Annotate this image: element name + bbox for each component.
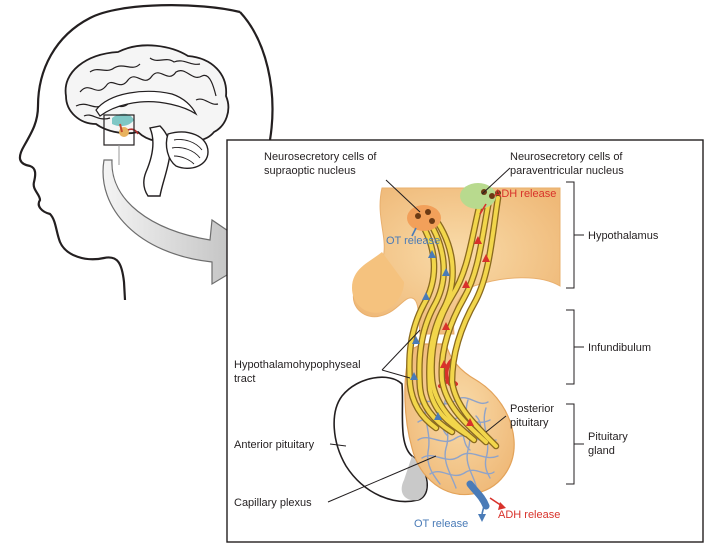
supraoptic-leader — [385, 179, 421, 213]
hypothalamus-label: Hypothalamus — [588, 230, 659, 242]
ot-hormone-markers — [410, 250, 450, 420]
anterior-pituitary-label: Anterior pituitary — [234, 439, 315, 451]
leader-lines — [327, 167, 511, 503]
pituitary-gland-label-line1: Pituitary — [588, 431, 628, 443]
infundibulum-bracket — [566, 309, 584, 385]
supraoptic-label-line2: supraoptic nucleus — [264, 165, 356, 177]
ot-release-top-arrow — [411, 227, 417, 237]
tract-label-line1: Hypothalamohypophyseal — [234, 359, 361, 371]
posterior-pituitary-label-line1: Posterior — [510, 403, 554, 415]
cerebellum-folds — [171, 139, 203, 165]
posterior-leader — [485, 415, 507, 433]
brain — [64, 44, 230, 197]
release-arrows-bottom — [478, 497, 506, 522]
tract-leader-2 — [381, 369, 411, 379]
tract-label-line2: tract — [234, 373, 255, 385]
outflow-vein — [466, 480, 490, 510]
capillary-plexus-label: Capillary plexus — [234, 497, 312, 509]
head-illustration — [18, 4, 274, 301]
paraventricular-leader — [481, 167, 511, 195]
adh-release-top-label: ADH release — [494, 188, 556, 200]
hypothalamus-bracket — [566, 181, 584, 289]
anterior-leader — [329, 443, 347, 447]
adh-release-top-arrow — [479, 203, 487, 215]
adh-hormone-markers — [440, 236, 490, 426]
hypothalamus-tissue — [352, 187, 561, 335]
posterior-pituitary-label-line2: pituitary — [510, 417, 549, 429]
ot-release-top-label: OT release — [386, 235, 440, 247]
supraoptic-label-line1: Neurosecretory cells of — [264, 151, 377, 163]
hypothalamohypophyseal-tract — [406, 192, 502, 450]
mini-hypothalamus — [112, 113, 134, 127]
adh-release-bottom-label: ADH release — [498, 509, 560, 521]
paraventricular-label-line1: Neurosecretory cells of — [510, 151, 623, 163]
chiasm-lobe — [352, 252, 404, 313]
supraoptic-nucleus — [407, 205, 441, 231]
pituitary-gland-label-line2: gland — [588, 445, 615, 457]
infundibulum-label: Infundibulum — [588, 342, 651, 354]
mini-stalk — [119, 123, 123, 133]
head-outline — [18, 4, 241, 301]
capillary-leader — [327, 455, 437, 503]
region-brackets — [566, 181, 584, 485]
pituitary-bracket — [566, 403, 584, 485]
cerebellum — [165, 131, 209, 170]
paraventricular-label-line2: paraventricular nucleus — [510, 165, 624, 177]
ot-release-bottom-label: OT release — [414, 518, 468, 530]
tract-leader-1 — [381, 329, 421, 371]
corpus-callosum — [95, 90, 198, 117]
anterior-pituitary-outline — [333, 376, 428, 503]
zoom-arrow — [102, 159, 264, 286]
